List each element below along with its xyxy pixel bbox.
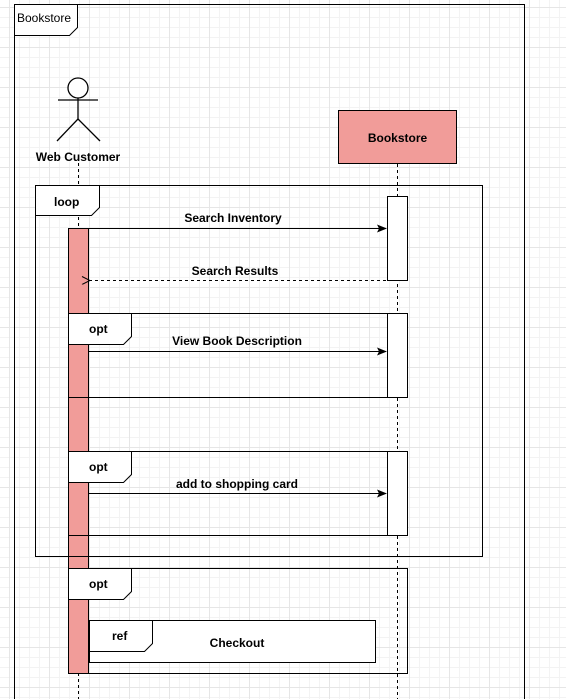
fragment-opt-2-label: opt xyxy=(89,460,108,474)
actor-web-customer-label: Web Customer xyxy=(36,150,121,164)
message-view-book-description-label: View Book Description xyxy=(172,334,302,348)
message-add-to-shopping-card-label: add to shopping card xyxy=(176,477,298,491)
fragment-opt-3 xyxy=(68,568,408,674)
object-bookstore-label: Bookstore xyxy=(368,131,428,145)
fragment-opt-1-tab xyxy=(68,313,132,345)
actor-web-customer xyxy=(56,77,101,142)
activation-bookstore-1 xyxy=(387,196,408,281)
fragment-loop xyxy=(35,185,483,557)
fragment-ref-label: ref xyxy=(112,629,128,643)
fragment-loop-tab xyxy=(35,185,100,216)
fragment-loop-label: loop xyxy=(54,195,79,209)
fragment-opt-3-label: opt xyxy=(89,577,108,591)
object-bookstore xyxy=(338,110,457,164)
activation-bookstore-3 xyxy=(387,451,408,536)
fragment-ref-text: Checkout xyxy=(210,636,265,650)
outer-frame xyxy=(14,4,525,699)
fragment-ref-tab xyxy=(89,620,153,652)
activation-bookstore-2 xyxy=(387,313,408,398)
frame-title: Bookstore xyxy=(17,11,71,25)
message-search-results-label: Search Results xyxy=(192,264,279,278)
message-search-inventory-label: Search Inventory xyxy=(184,211,282,225)
outer-frame-tab xyxy=(14,4,78,36)
fragment-opt-1-label: opt xyxy=(89,322,108,336)
fragment-opt-2-tab xyxy=(68,451,132,483)
fragment-opt-3-tab xyxy=(68,568,132,600)
